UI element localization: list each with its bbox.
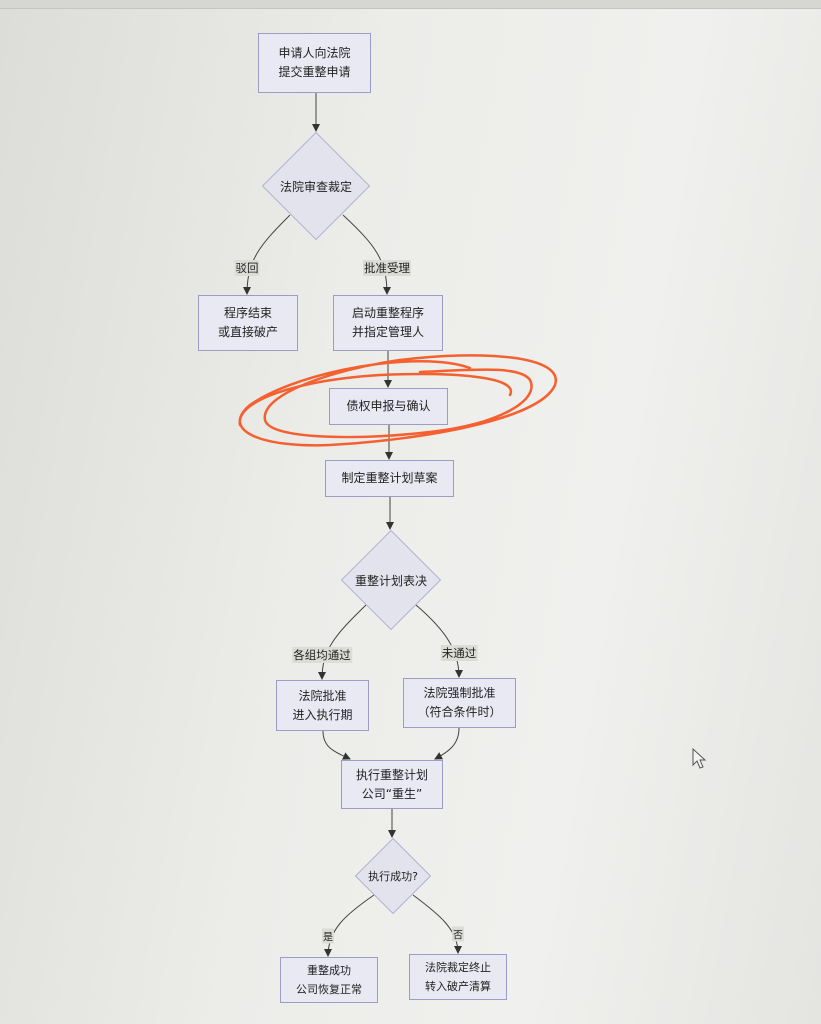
- node-text: 或直接破产: [217, 325, 278, 339]
- edge-label-reject: 驳回: [234, 260, 260, 276]
- node-draft-plan: 制定重整计划草案: [325, 460, 454, 497]
- decision-court-review: 法院审查裁定: [262, 132, 370, 240]
- node-text: 进入执行期: [292, 707, 353, 722]
- decision-execution-success: 执行成功?: [355, 838, 431, 914]
- screen-top-bar: [0, 0, 821, 9]
- node-claims-declaration: 债权申报与确认: [329, 388, 448, 425]
- node-submit-application: 申请人向法院提交重整申请: [258, 33, 371, 93]
- node-text: 提交重整申请: [278, 65, 351, 79]
- edge-all-pass: [318, 604, 367, 680]
- node-text: 法院强制批准: [423, 686, 496, 700]
- edge-reject: [243, 214, 291, 295]
- node-text: 启动重整程序: [351, 306, 424, 320]
- node-terminate: 法院裁定终止转入破产清算: [409, 954, 507, 1000]
- node-text: 执行成功?: [368, 870, 418, 883]
- edge-force-exec: [434, 727, 460, 760]
- node-text: 程序结束: [223, 306, 272, 320]
- node-text: 法院裁定终止: [425, 961, 491, 974]
- node-text: （符合条件时）: [417, 705, 502, 719]
- node-court-approve: 法院批准进入执行期: [276, 680, 369, 731]
- node-text: 并指定管理人: [351, 325, 424, 339]
- edge-accept: [342, 214, 391, 295]
- node-start-reorganization: 启动重整程序并指定管理人: [333, 295, 443, 351]
- node-text: 重整成功: [307, 964, 351, 977]
- node-text: 申请人向法院: [278, 46, 351, 60]
- mouse-cursor-icon: [692, 748, 707, 769]
- node-text: 公司恢复正常: [296, 983, 362, 996]
- edge-label-all-pass: 各组均通过: [292, 647, 352, 663]
- edge-no: [412, 894, 462, 954]
- node-end-or-bankrupt: 程序结束或直接破产: [198, 295, 298, 351]
- decision-plan-vote: 重整计划表决: [341, 530, 441, 630]
- edge-label-accept: 批准受理: [363, 260, 411, 276]
- edge-yes: [324, 894, 375, 957]
- edge-label-not-pass: 未通过: [440, 645, 478, 661]
- node-text: 转入破产清算: [425, 980, 491, 993]
- node-text: 公司“重生”: [361, 786, 423, 801]
- edge-label-yes: 是: [322, 928, 334, 944]
- node-text: 法院批准: [298, 688, 347, 703]
- node-text: 法院审查裁定: [279, 179, 352, 194]
- node-text: 债权申报与确认: [346, 399, 431, 413]
- edge-label-no: 否: [452, 926, 464, 942]
- node-text: 重整计划表决: [354, 573, 427, 588]
- node-text: 制定重整计划草案: [341, 471, 438, 485]
- edge-not-pass: [415, 604, 463, 678]
- edge-approve-exec: [322, 730, 351, 760]
- node-court-force-approve: 法院强制批准 （符合条件时）: [403, 678, 516, 728]
- node-text: 执行重整计划: [355, 767, 428, 782]
- node-execute-plan: 执行重整计划公司“重生”: [341, 760, 443, 809]
- node-success: 重整成功公司恢复正常: [280, 957, 378, 1003]
